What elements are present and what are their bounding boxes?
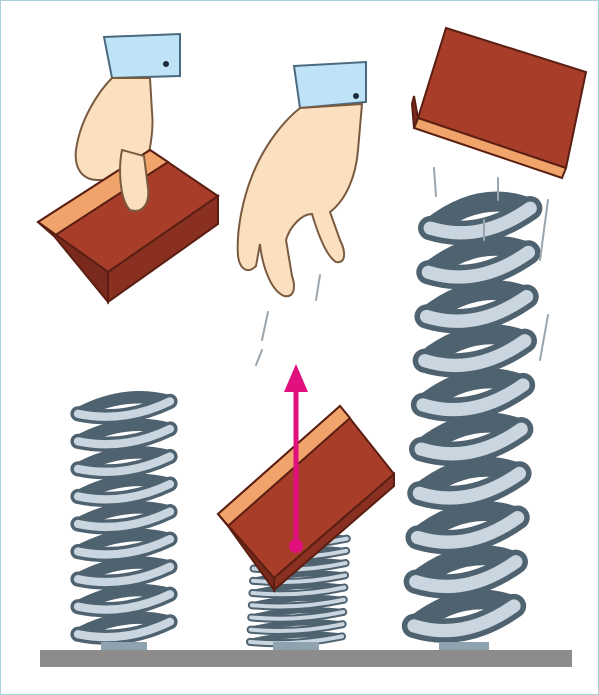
coil-front-strand <box>407 599 521 638</box>
coil-front-strand <box>249 609 346 621</box>
coil-front-strand <box>410 510 525 549</box>
coil-front-strand <box>412 466 527 505</box>
coil-front-strand <box>421 245 536 284</box>
coil-spring-icon <box>70 391 178 650</box>
coil-front-strand <box>73 507 175 532</box>
coil-front-strand <box>409 555 523 593</box>
brick-icon <box>216 404 396 594</box>
hand-icon <box>236 102 364 298</box>
coil-front-strand <box>73 424 175 449</box>
coil-front-strand <box>73 452 175 476</box>
motion-lines <box>255 167 549 366</box>
left-hand-with-brick <box>36 32 220 305</box>
coil-front-strand <box>418 334 532 372</box>
coil-front-strand <box>251 573 347 585</box>
coil-front-strand <box>73 590 175 614</box>
ground-surface-icon <box>40 650 572 667</box>
coil-front-strand <box>419 289 534 328</box>
middle-open-hand <box>236 60 367 298</box>
coil-front-strand <box>416 378 530 417</box>
coil-front-strand <box>73 397 175 421</box>
coil-front-strand <box>249 597 346 609</box>
coil-front-strand <box>73 479 175 504</box>
coil-front-strand <box>423 201 537 240</box>
coil-front-strand <box>73 562 175 587</box>
coil-spring-icon <box>401 191 543 650</box>
coil-front-strand <box>248 622 345 633</box>
cuff-icon <box>292 60 367 110</box>
spring-base <box>439 642 489 650</box>
coil-front-strand <box>414 422 528 461</box>
coil-front-strand <box>250 585 347 597</box>
spring-base <box>101 642 147 650</box>
spring-base <box>273 642 319 650</box>
coil-front-strand <box>73 617 175 642</box>
brick-icon <box>410 26 588 180</box>
coil-front-strand <box>73 535 175 559</box>
upward-force-arrow-icon <box>284 364 308 553</box>
cuff-icon <box>102 32 181 80</box>
